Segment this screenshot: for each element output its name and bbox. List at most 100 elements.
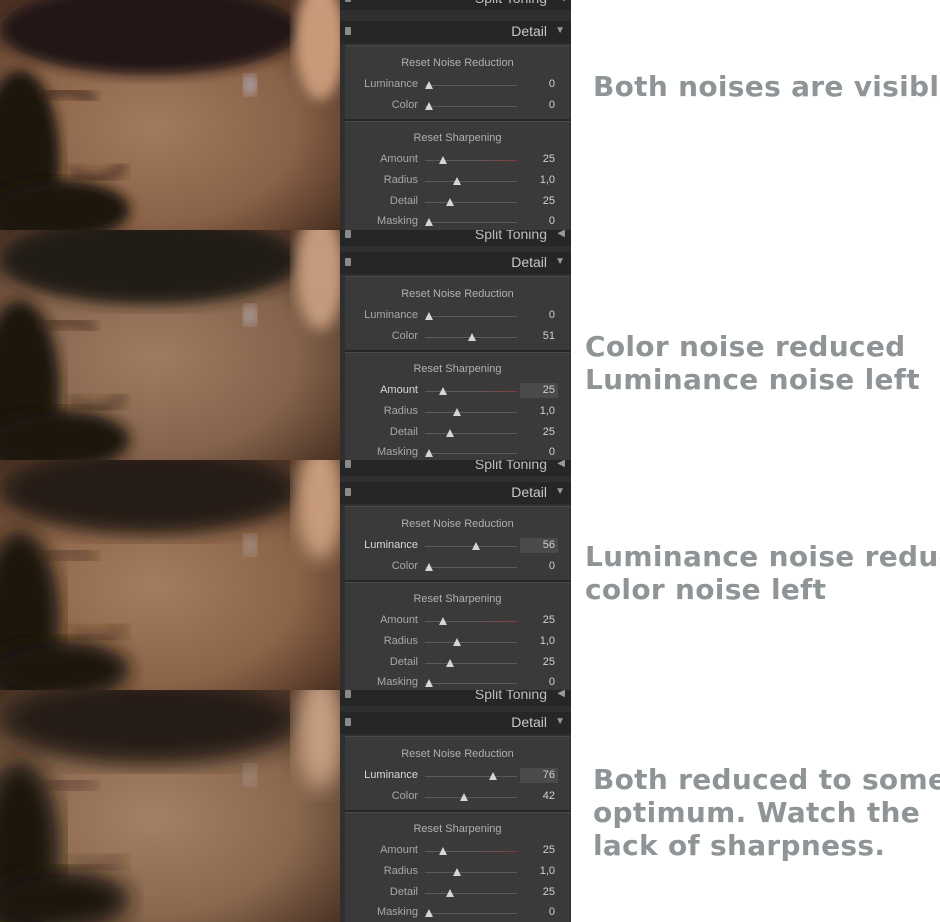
radius-track[interactable] bbox=[425, 642, 517, 643]
detail-track[interactable] bbox=[425, 663, 517, 664]
triangle-down-icon[interactable]: ▼ bbox=[555, 256, 565, 267]
color-slider-row[interactable]: Color 0 bbox=[345, 97, 570, 115]
masking-track[interactable] bbox=[425, 913, 517, 914]
masking-slider-thumb[interactable] bbox=[425, 218, 433, 226]
masking-slider-thumb[interactable] bbox=[425, 449, 433, 457]
luminance-track[interactable] bbox=[425, 85, 517, 86]
luminance-slider-row[interactable]: Luminance 56 bbox=[345, 537, 570, 555]
masking-track[interactable] bbox=[425, 222, 517, 223]
radius-slider-thumb[interactable] bbox=[453, 638, 461, 646]
radius-slider-thumb[interactable] bbox=[453, 868, 461, 876]
masking-slider-row[interactable]: Masking 0 bbox=[345, 444, 570, 460]
radius-slider-row[interactable]: Radius 1,0 bbox=[345, 172, 570, 190]
masking-slider-thumb[interactable] bbox=[425, 909, 433, 917]
split-toning-header[interactable]: Split Toning ◀ bbox=[340, 0, 571, 10]
radius-slider-thumb[interactable] bbox=[453, 177, 461, 185]
masking-value[interactable]: 0 bbox=[548, 215, 555, 227]
amount-slider-row[interactable]: Amount 25 bbox=[345, 842, 570, 860]
panel-switch-icon[interactable] bbox=[345, 488, 351, 496]
radius-value[interactable]: 1,0 bbox=[539, 635, 555, 647]
split-toning-header[interactable]: Split Toning ◀ bbox=[340, 230, 571, 246]
amount-track[interactable] bbox=[425, 851, 517, 852]
triangle-left-icon[interactable]: ◀ bbox=[557, 230, 565, 239]
detail-slider-thumb[interactable] bbox=[446, 198, 454, 206]
amount-slider-row[interactable]: Amount 25 bbox=[345, 382, 570, 400]
color-slider-row[interactable]: Color 51 bbox=[345, 328, 570, 346]
panel-switch-icon[interactable] bbox=[345, 690, 351, 698]
reset-noise-reduction-button[interactable]: Reset Noise Reduction bbox=[401, 748, 514, 760]
luminance-slider-thumb[interactable] bbox=[425, 81, 433, 89]
masking-track[interactable] bbox=[425, 683, 517, 684]
amount-slider-thumb[interactable] bbox=[439, 847, 447, 855]
amount-slider-row[interactable]: Amount 25 bbox=[345, 612, 570, 630]
reset-noise-reduction-button[interactable]: Reset Noise Reduction bbox=[401, 518, 514, 530]
color-value[interactable]: 42 bbox=[542, 790, 555, 802]
radius-track[interactable] bbox=[425, 181, 517, 182]
luminance-slider-thumb[interactable] bbox=[472, 542, 481, 550]
detail-header[interactable]: Detail ▼ bbox=[340, 252, 571, 274]
radius-slider-row[interactable]: Radius 1,0 bbox=[345, 403, 570, 421]
amount-slider-row[interactable]: Amount 25 bbox=[345, 151, 570, 169]
panel-switch-icon[interactable] bbox=[345, 0, 351, 2]
masking-value[interactable]: 0 bbox=[548, 446, 555, 458]
detail-slider-row[interactable]: Detail 25 bbox=[345, 424, 570, 442]
color-value[interactable]: 51 bbox=[542, 330, 555, 342]
luminance-slider-row[interactable]: Luminance 76 bbox=[345, 767, 570, 785]
detail-slider-thumb[interactable] bbox=[446, 429, 454, 437]
split-toning-header[interactable]: Split Toning ◀ bbox=[340, 690, 571, 706]
detail-slider-row[interactable]: Detail 25 bbox=[345, 654, 570, 672]
detail-track[interactable] bbox=[425, 433, 517, 434]
reset-noise-reduction-button[interactable]: Reset Noise Reduction bbox=[401, 288, 514, 300]
radius-track[interactable] bbox=[425, 412, 517, 413]
detail-slider-thumb[interactable] bbox=[446, 659, 454, 667]
luminance-slider-thumb[interactable] bbox=[488, 772, 497, 780]
detail-slider-row[interactable]: Detail 25 bbox=[345, 884, 570, 902]
luminance-slider-thumb[interactable] bbox=[425, 312, 433, 320]
color-slider-thumb[interactable] bbox=[425, 563, 433, 571]
panel-switch-icon[interactable] bbox=[345, 460, 351, 468]
triangle-left-icon[interactable]: ◀ bbox=[557, 460, 565, 469]
luminance-value[interactable]: 76 bbox=[542, 769, 555, 781]
detail-value[interactable]: 25 bbox=[542, 195, 555, 207]
detail-track[interactable] bbox=[425, 893, 517, 894]
reset-noise-reduction-button[interactable]: Reset Noise Reduction bbox=[401, 57, 514, 69]
radius-value[interactable]: 1,0 bbox=[539, 174, 555, 186]
amount-slider-thumb[interactable] bbox=[439, 617, 447, 625]
color-slider-thumb[interactable] bbox=[460, 793, 469, 801]
detail-slider-thumb[interactable] bbox=[446, 889, 454, 897]
amount-value[interactable]: 25 bbox=[542, 384, 555, 396]
radius-track[interactable] bbox=[425, 872, 517, 873]
detail-header[interactable]: Detail ▼ bbox=[340, 482, 571, 504]
masking-track[interactable] bbox=[425, 453, 517, 454]
luminance-value[interactable]: 0 bbox=[548, 78, 555, 90]
triangle-down-icon[interactable]: ▼ bbox=[555, 25, 565, 36]
reset-sharpening-button[interactable]: Reset Sharpening bbox=[413, 363, 502, 375]
luminance-track[interactable] bbox=[425, 316, 517, 317]
detail-track[interactable] bbox=[425, 202, 517, 203]
masking-slider-row[interactable]: Masking 0 bbox=[345, 213, 570, 230]
split-toning-header[interactable]: Split Toning ◀ bbox=[340, 460, 571, 476]
detail-value[interactable]: 25 bbox=[542, 656, 555, 668]
detail-value[interactable]: 25 bbox=[542, 426, 555, 438]
color-track[interactable] bbox=[425, 797, 517, 798]
masking-slider-row[interactable]: Masking 0 bbox=[345, 904, 570, 922]
radius-value[interactable]: 1,0 bbox=[539, 405, 555, 417]
color-value[interactable]: 0 bbox=[548, 99, 555, 111]
amount-value[interactable]: 25 bbox=[542, 614, 555, 626]
triangle-down-icon[interactable]: ▼ bbox=[555, 486, 565, 497]
triangle-left-icon[interactable]: ◀ bbox=[557, 0, 565, 3]
masking-slider-thumb[interactable] bbox=[425, 679, 433, 687]
masking-slider-row[interactable]: Masking 0 bbox=[345, 674, 570, 690]
color-slider-thumb[interactable] bbox=[467, 333, 476, 341]
luminance-track[interactable] bbox=[425, 776, 517, 777]
color-slider-row[interactable]: Color 0 bbox=[345, 558, 570, 576]
triangle-left-icon[interactable]: ◀ bbox=[557, 690, 565, 699]
color-slider-thumb[interactable] bbox=[425, 102, 433, 110]
color-track[interactable] bbox=[425, 106, 517, 107]
amount-track[interactable] bbox=[425, 621, 517, 622]
panel-switch-icon[interactable] bbox=[345, 718, 351, 726]
radius-value[interactable]: 1,0 bbox=[539, 865, 555, 877]
color-value[interactable]: 0 bbox=[548, 560, 555, 572]
radius-slider-thumb[interactable] bbox=[453, 408, 461, 416]
luminance-track[interactable] bbox=[425, 546, 517, 547]
